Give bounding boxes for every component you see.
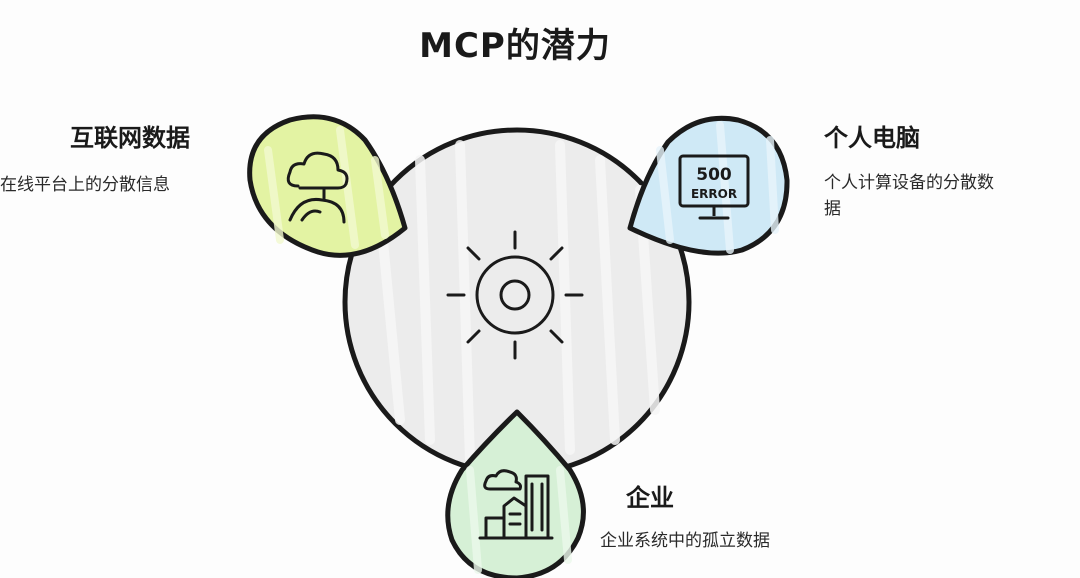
office-buildings-icon bbox=[478, 469, 554, 540]
pc-description-line1: 个人计算设备的分散数 bbox=[824, 173, 994, 193]
internet-description: 在线平台上的分散信息 bbox=[0, 175, 170, 195]
pc-heading: 个人电脑 bbox=[824, 124, 920, 152]
sun-gear-icon bbox=[446, 230, 584, 360]
node-pc bbox=[627, 115, 790, 256]
monitor-text-top: 500 bbox=[696, 165, 732, 185]
pc-description-line2: 据 bbox=[824, 199, 841, 219]
monitor-error-icon: 500 ERROR bbox=[678, 154, 750, 220]
node-internet bbox=[247, 114, 408, 258]
internet-heading: 互联网数据 bbox=[70, 124, 190, 152]
enterprise-heading: 企业 bbox=[626, 484, 674, 512]
page-title: MCP的潜力 bbox=[419, 26, 611, 66]
enterprise-description: 企业系统中的孤立数据 bbox=[600, 531, 770, 551]
cloud-person-icon bbox=[286, 151, 349, 224]
monitor-text-bottom: ERROR bbox=[691, 187, 737, 201]
